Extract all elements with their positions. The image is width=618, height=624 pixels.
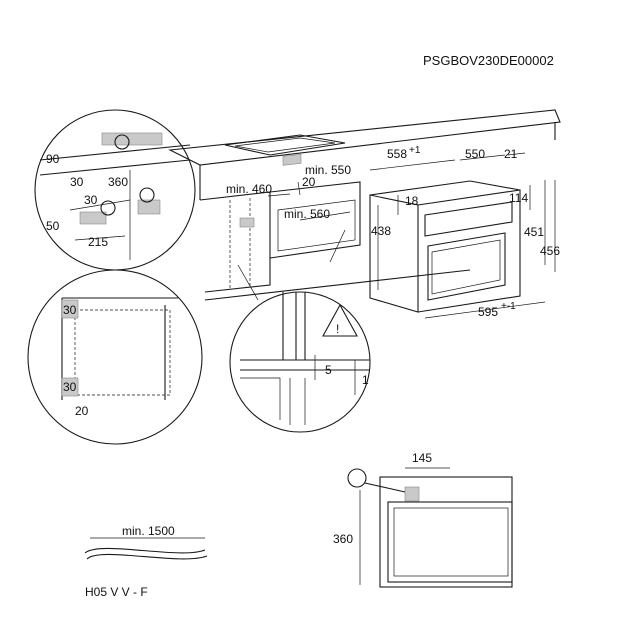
product-code: PSGBOV230DE00002 <box>423 53 554 68</box>
dim-20-left: 20 <box>75 404 89 418</box>
hob-cutout <box>224 134 346 156</box>
dim-360-side: 360 <box>333 532 353 546</box>
dim-min-560: min. 560 <box>284 207 330 221</box>
cable-length: min. 1500 <box>122 524 175 538</box>
side-view: 145 360 <box>333 451 513 588</box>
dim-21: 21 <box>504 147 518 161</box>
dim-30a: 30 <box>70 175 84 189</box>
top-detail-circle: 90 30 360 30 50 215 <box>34 109 196 271</box>
dim-5: 5 <box>325 363 332 377</box>
warning-icon <box>322 303 358 337</box>
dim-550: 550 <box>465 147 485 161</box>
dim-18: 18 <box>405 194 419 208</box>
dim-595-tol: +-1 <box>501 301 516 312</box>
dim-50: 50 <box>46 219 60 233</box>
dim-558-tol: +1 <box>409 145 421 156</box>
warning-detail-circle: ! 5 1 <box>229 229 371 433</box>
dim-30-top: 30 <box>63 303 77 317</box>
warning-exclamation: ! <box>336 322 339 336</box>
dim-558: 558 <box>387 147 407 161</box>
electric-icon-side-view <box>347 468 367 488</box>
left-detail-circle: 30 30 20 <box>27 269 203 445</box>
cabinet-dimensions: min. 550 min. 460 20 min. 560 <box>226 163 351 221</box>
electric-icon-top <box>114 134 130 150</box>
electric-icon-low <box>100 200 116 216</box>
dim-451: 451 <box>524 225 544 239</box>
dim-595: 595 <box>478 305 498 319</box>
dim-215: 215 <box>88 235 108 249</box>
electric-icon-side <box>139 187 155 203</box>
dim-456: 456 <box>540 244 560 258</box>
dim-114: 114 <box>509 191 528 205</box>
dim-min-460: min. 460 <box>226 182 272 196</box>
dim-1: 1 <box>362 373 369 387</box>
power-cable: min. 1500 H05 V V - F <box>84 524 208 599</box>
dim-438: 438 <box>371 224 391 238</box>
dim-30-bottom: 30 <box>63 380 77 394</box>
dim-min-550: min. 550 <box>305 163 351 177</box>
oven-front-view <box>369 180 521 313</box>
cable-type: H05 V V - F <box>85 585 148 599</box>
dim-360: 360 <box>108 175 128 189</box>
dim-90: 90 <box>46 152 60 166</box>
kitchen-cabinet <box>168 109 561 301</box>
oven-dimensions: 558 +1 550 21 18 114 438 451 456 595 +-1 <box>369 145 560 319</box>
dim-20: 20 <box>302 175 316 189</box>
dim-145: 145 <box>412 451 432 465</box>
dim-30b: 30 <box>84 193 98 207</box>
